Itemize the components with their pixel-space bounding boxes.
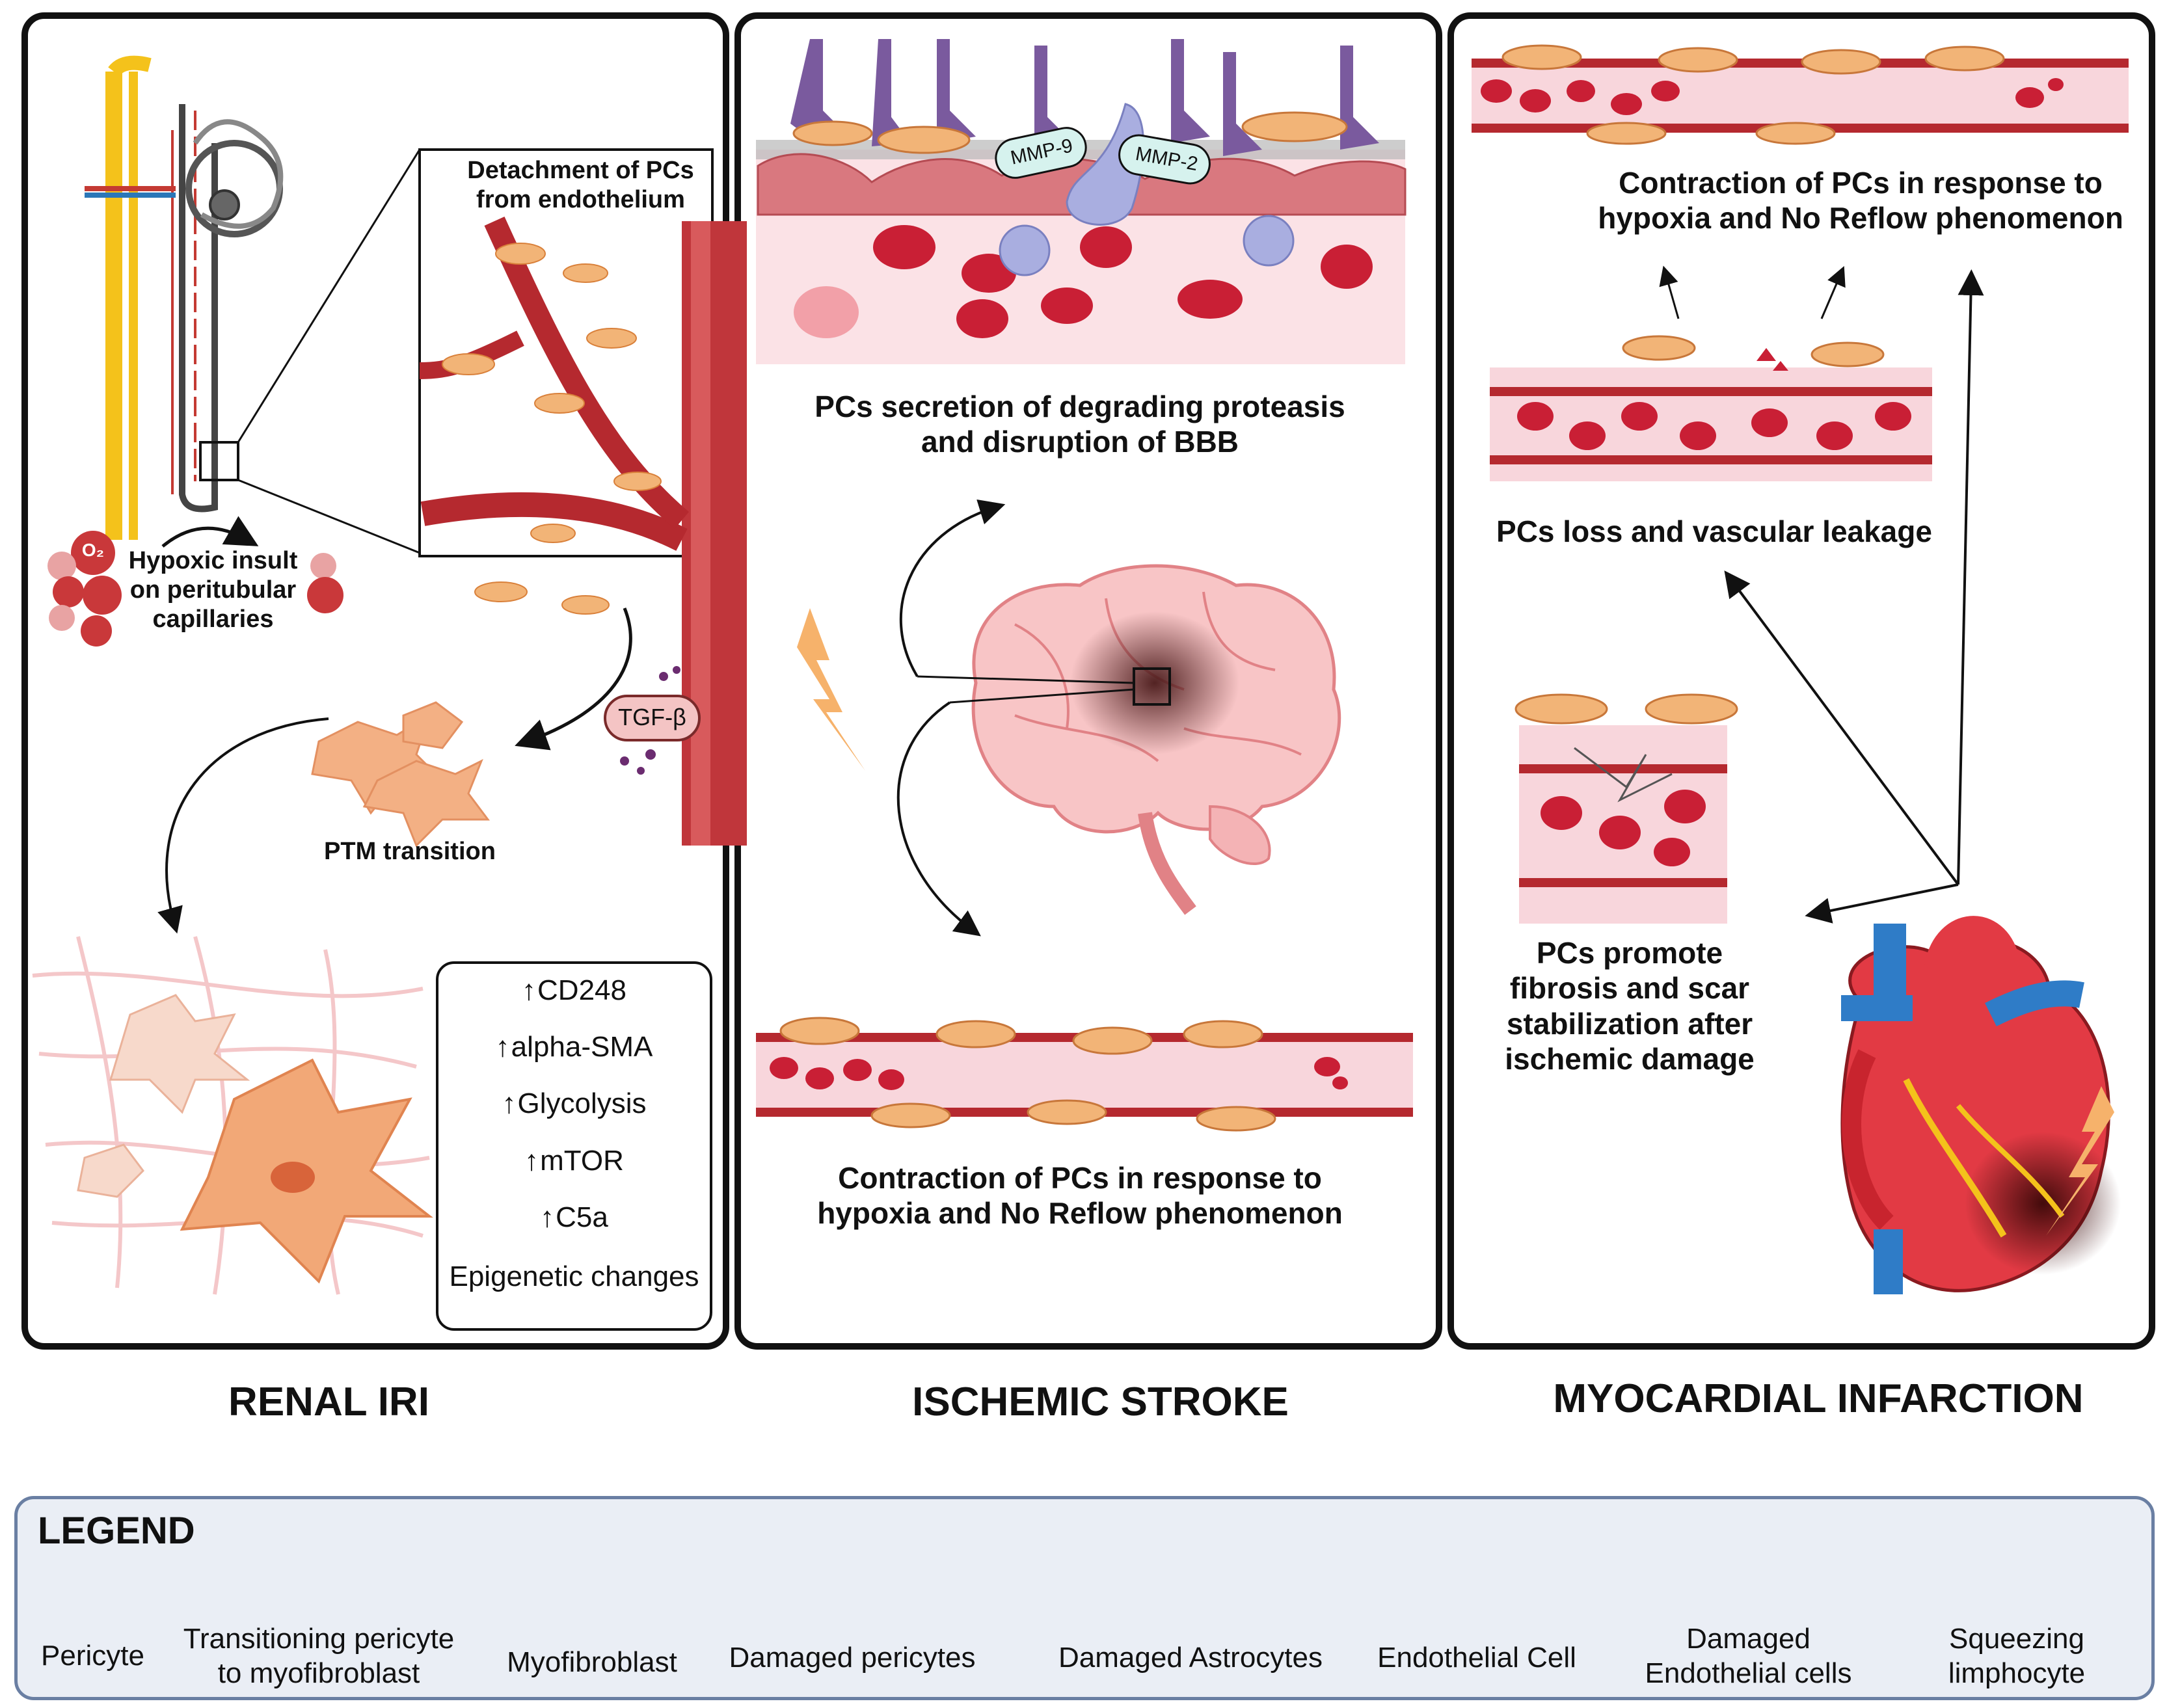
renal-title: RENAL IRI [228, 1380, 429, 1424]
tgf-beta-label: TGF-β [618, 704, 686, 730]
mi-vessel-middle [1490, 335, 1932, 481]
legend-transitioning: Transitioning pericyte to myofibroblast [183, 1623, 455, 1689]
hypoxic-label: Hypoxic insult on peritubular capillarie… [128, 547, 298, 633]
marker-alpha-sma: ↑alpha-SMA [495, 1031, 653, 1063]
mi-fibrosis-label: PCs promote fibrosis and scar stabilizat… [1505, 936, 1755, 1076]
legend-box [14, 1496, 2155, 1700]
stroke-contraction-label: Contraction of PCs in response to hypoxi… [817, 1161, 1343, 1231]
mi-contraction-label: Contraction of PCs in response to hypoxi… [1598, 166, 2123, 235]
mmp9-pill [995, 127, 1087, 179]
marker-cd248: ↑CD248 [522, 974, 626, 1006]
legend-damaged-pericytes: Damaged pericytes [729, 1642, 976, 1674]
brain-illustration [917, 564, 1341, 915]
mi-vessel-fibrosis [1514, 693, 1738, 924]
detachment-zoom [418, 148, 747, 846]
lightning-stroke [797, 608, 865, 771]
marker-glycolysis: ↑Glycolysis [502, 1088, 647, 1119]
legend-myofibroblast: Myofibroblast [507, 1646, 677, 1678]
nephron-illustration [85, 55, 421, 554]
mi-vessel-top [1472, 44, 2129, 145]
ptm-transition-label: PTM transition [324, 838, 496, 865]
renal-pericytes [442, 243, 662, 615]
markers-box [436, 961, 712, 1331]
legend-pericyte: Pericyte [41, 1640, 144, 1672]
marker-epigenetic: Epigenetic changes [449, 1261, 699, 1292]
legend-endothelial: Endothelial Cell [1377, 1642, 1576, 1674]
heart-illustration [1840, 916, 2121, 1294]
mi-title: MYOCARDIAL INFARCTION [1553, 1376, 2084, 1421]
legend-title: LEGEND [38, 1510, 195, 1552]
stroke-secretion-label: PCs secretion of degrading proteasis and… [814, 390, 1345, 459]
oxygen-molecules [47, 531, 343, 647]
legend-damaged-astrocytes: Damaged Astrocytes [1058, 1642, 1323, 1674]
stroke-title: ISCHEMIC STROKE [912, 1380, 1289, 1424]
ptm-cells [311, 701, 490, 847]
legend-lymphocyte: Squeezing limphocyte [1948, 1623, 2086, 1689]
marker-c5a: ↑C5a [540, 1201, 608, 1233]
mi-loss-label: PCs loss and vascular leakage [1496, 514, 1932, 548]
myofibroblast-cells [77, 994, 433, 1284]
stroke-vessel [756, 1017, 1413, 1132]
mmp2-pill [1118, 134, 1211, 185]
o2-label: O₂ [81, 540, 105, 560]
marker-mtor: ↑mTOR [524, 1145, 624, 1177]
astrocytes [790, 39, 1379, 156]
tgf-dots [620, 666, 680, 775]
stroke-damaged-pericytes [792, 111, 1348, 154]
detachment-label: Detachment of PCs from endothelium [467, 157, 694, 213]
tgf-beta-pill [604, 695, 701, 741]
legend-damaged-endothelial: Damaged Endothelial cells [1645, 1623, 1852, 1689]
